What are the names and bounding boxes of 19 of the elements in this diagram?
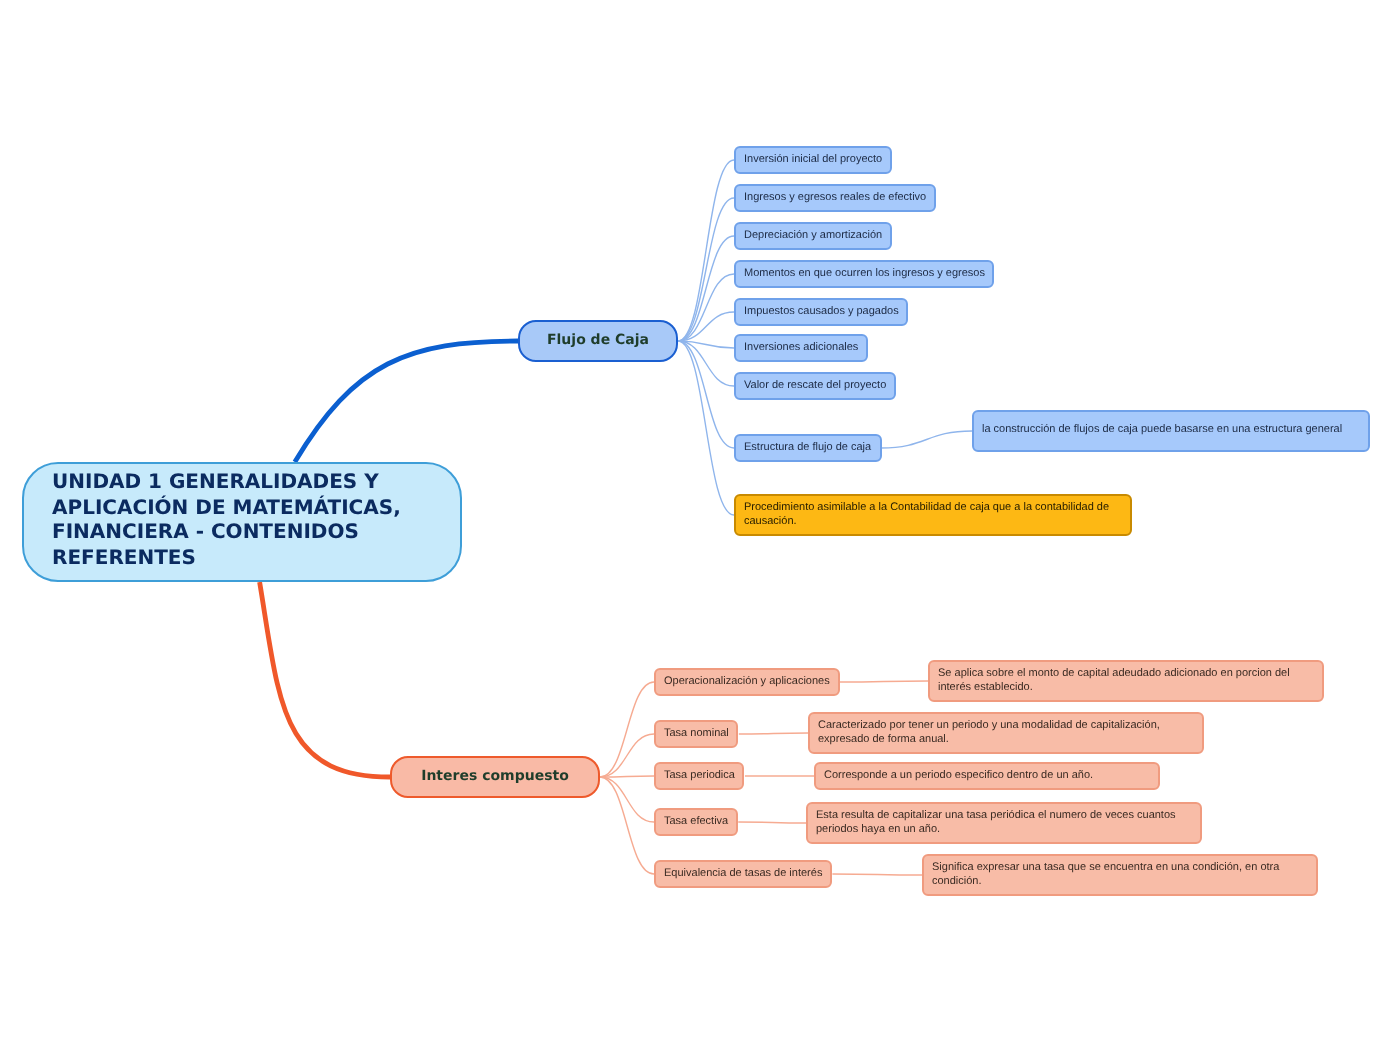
connector-line (839, 680, 929, 683)
connector-line (831, 873, 923, 876)
connector-line (677, 340, 735, 449)
connector-line (677, 235, 735, 342)
connector-line (292, 338, 519, 464)
connector-line (677, 340, 735, 516)
connector-line (599, 776, 655, 875)
connector-line (677, 197, 735, 342)
central-topic: UNIDAD 1 GENERALIDADES Y APLICACIÓN DE MATEMÁTICAS, FINANCIERA - CONTENIDOS REFERENTES (22, 462, 462, 582)
connector-line (257, 581, 391, 780)
connector-line (738, 732, 809, 735)
connector-line (737, 821, 807, 824)
connector-line (744, 775, 815, 777)
connector-line (677, 159, 735, 342)
connector-line (677, 311, 735, 342)
connector-line (599, 733, 655, 778)
connector-line (599, 776, 655, 823)
connector-line (599, 681, 655, 778)
connector-line (880, 430, 973, 449)
